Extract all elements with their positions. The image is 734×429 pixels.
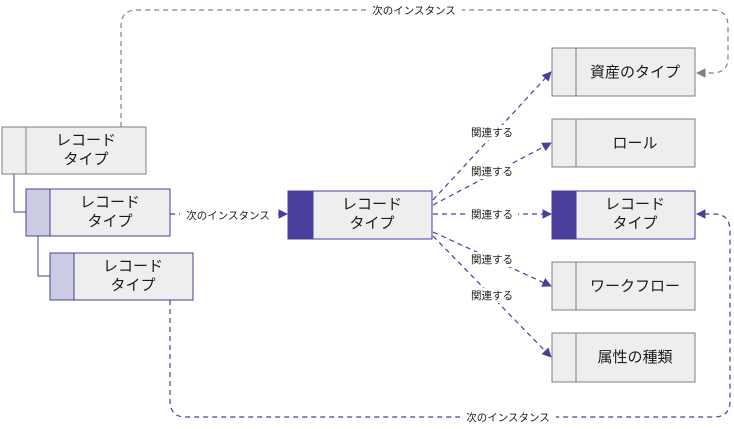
- edge-label-next-instance-middle: 次のインスタンス: [186, 209, 270, 222]
- node-label-line-2: タイプ: [63, 150, 108, 168]
- edge-label-next-instance-top: 次のインスタンス: [372, 4, 456, 17]
- node-label: ロール: [612, 134, 657, 152]
- tree-connector-2: [37, 236, 50, 277]
- node-label: ワークフロー: [590, 277, 680, 295]
- edge-label-related-1: 関連する: [471, 126, 513, 139]
- node-label-line-1: レコード: [56, 131, 116, 149]
- node-label-line-1: レコード: [80, 193, 140, 211]
- related-connector-asset: [432, 71, 552, 201]
- node-label-line-2: タイプ: [87, 212, 132, 230]
- tree-connector-1: [13, 174, 26, 213]
- node-role[interactable]: ロール: [551, 118, 696, 168]
- edge-label-related-4: 関連する: [471, 253, 513, 266]
- edge-labels: 次のインスタンス 次のインスタンス 次のインスタンス 関連する 関連する 関連す…: [180, 2, 556, 425]
- node-label-line-2: タイプ: [349, 214, 394, 232]
- next-instance-top-connector: [120, 9, 729, 127]
- node-record-type-grey[interactable]: レコード タイプ: [1, 126, 147, 175]
- edge-label-related-2: 関連する: [471, 165, 513, 178]
- edge-label-next-instance-bottom: 次のインスタンス: [466, 411, 550, 424]
- node-asset-type[interactable]: 資産のタイプ: [551, 47, 696, 97]
- node-record-type-center[interactable]: レコード タイプ: [287, 190, 433, 240]
- node-label-line-1: レコード: [605, 195, 665, 213]
- node-label-line-2: タイプ: [110, 276, 155, 294]
- edge-label-related-3: 関連する: [471, 208, 513, 221]
- node-label-line-1: レコード: [103, 257, 163, 275]
- node-record-type-light-2[interactable]: レコード タイプ: [49, 252, 194, 301]
- node-label-line-2: タイプ: [612, 214, 657, 232]
- next-instance-bottom-connector: [169, 209, 731, 418]
- node-record-type-target[interactable]: レコード タイプ: [551, 190, 696, 240]
- tree-connectors: [13, 174, 50, 277]
- node-label: 資産のタイプ: [590, 63, 680, 81]
- edge-label-related-5: 関連する: [471, 289, 513, 302]
- node-record-type-light-1[interactable]: レコード タイプ: [25, 188, 171, 237]
- node-attribute-type[interactable]: 属性の種類: [551, 332, 696, 383]
- node-label: 属性の種類: [597, 348, 672, 366]
- node-workflow[interactable]: ワークフロー: [551, 261, 696, 311]
- node-label-line-1: レコード: [342, 195, 402, 213]
